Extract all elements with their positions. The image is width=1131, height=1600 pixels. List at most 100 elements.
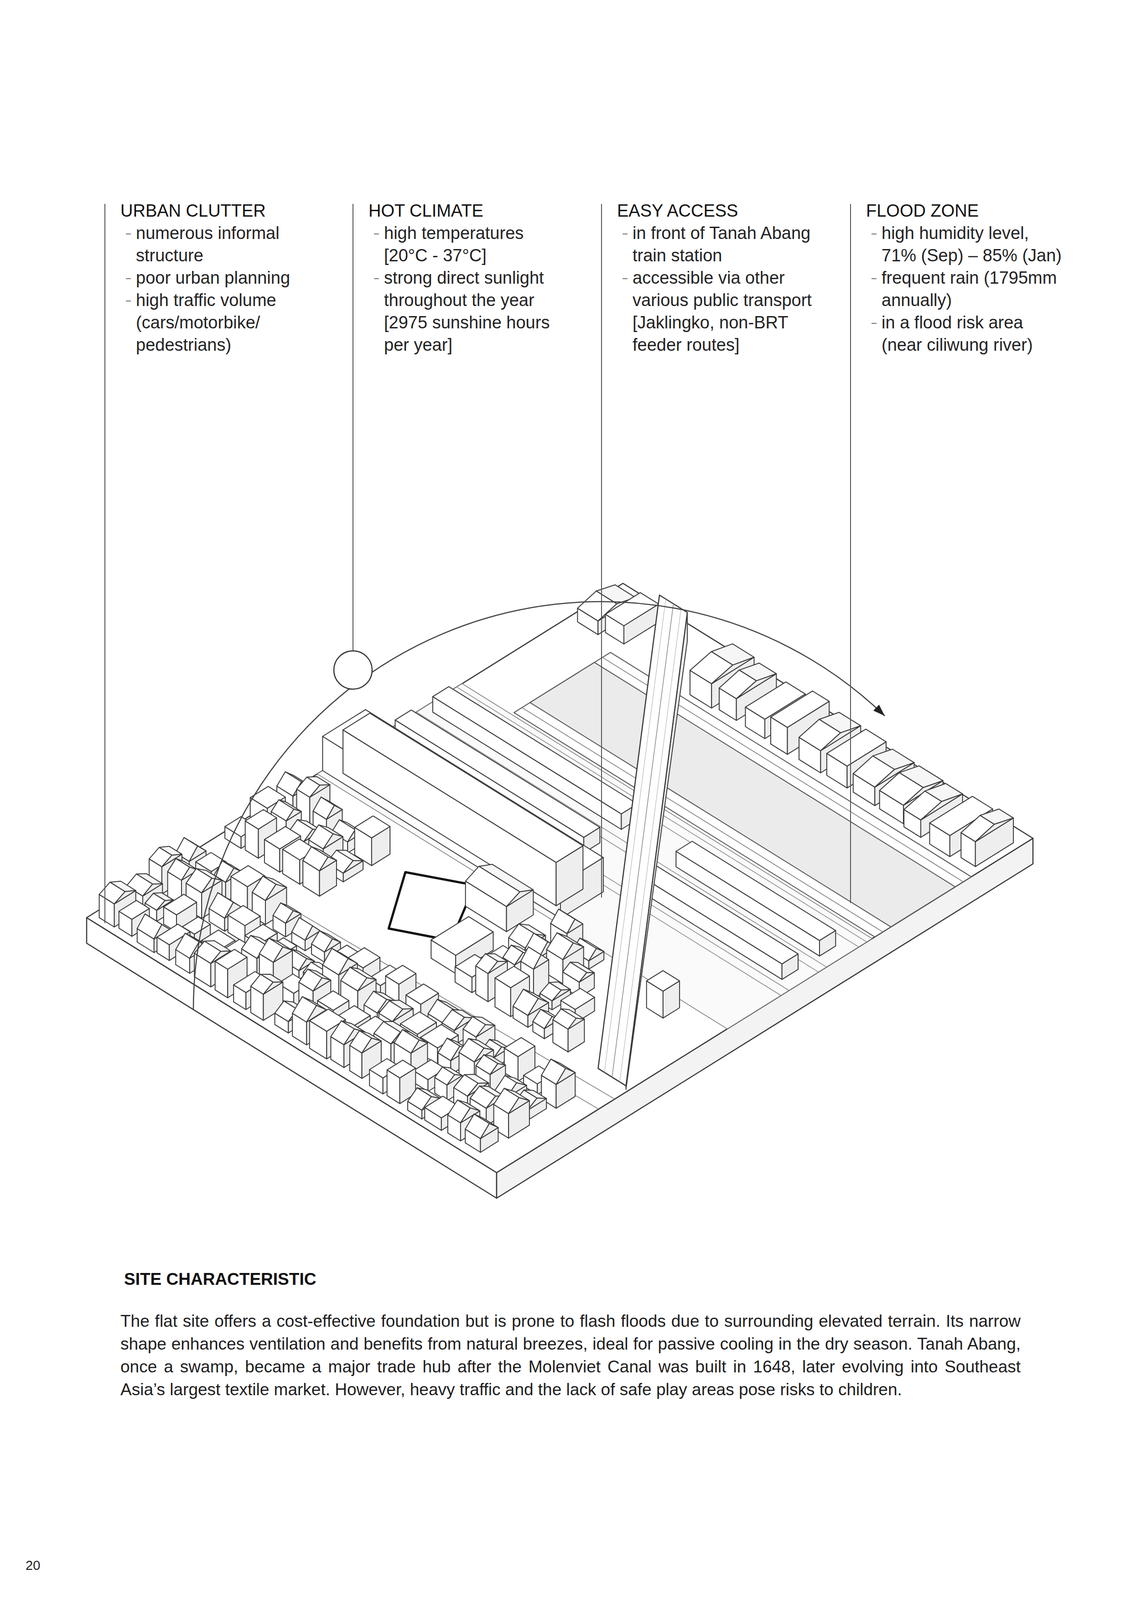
building-roof bbox=[903, 790, 942, 820]
building-roof bbox=[385, 964, 417, 984]
building-roof bbox=[405, 983, 439, 1005]
building-roof bbox=[560, 988, 595, 1010]
column-block: HOT CLIMATEhigh temperatures [20°C - 37°… bbox=[368, 199, 570, 357]
building-gable bbox=[480, 1123, 499, 1139]
column-heading: EASY ACCESS bbox=[617, 199, 818, 223]
building-gable bbox=[362, 1037, 382, 1053]
bullet-dash bbox=[871, 233, 877, 235]
building-gable bbox=[273, 946, 293, 963]
building-roof bbox=[638, 864, 799, 965]
building-roof bbox=[646, 970, 680, 991]
sun-path-arrow bbox=[873, 704, 885, 716]
building-gable bbox=[508, 1097, 530, 1114]
building-roof bbox=[330, 1020, 355, 1045]
building-gable bbox=[319, 856, 337, 871]
building-roof bbox=[798, 719, 841, 751]
building-gable bbox=[343, 860, 364, 874]
building-roof bbox=[690, 651, 733, 684]
building-gable bbox=[410, 1039, 428, 1054]
building-roof bbox=[99, 881, 126, 904]
leader-line bbox=[601, 203, 602, 898]
flyover-centerline bbox=[612, 603, 674, 1078]
sun-path-arc bbox=[193, 601, 885, 1010]
building-roof bbox=[475, 953, 498, 974]
bullet-item: numerous informal structure bbox=[120, 222, 319, 267]
building-gable bbox=[201, 877, 223, 893]
bullet-text: in a flood risk area (near ciliwung rive… bbox=[881, 312, 1033, 355]
building-gable bbox=[263, 981, 284, 995]
bullet-item: in a flood risk area (near ciliwung rive… bbox=[866, 311, 1064, 357]
bullet-text: strong direct sunlight throughout the ye… bbox=[383, 268, 550, 355]
building-roof bbox=[430, 916, 493, 956]
slab-top bbox=[86, 583, 1033, 1173]
bullet-item: accessible via other various public tran… bbox=[617, 266, 815, 357]
building-gable bbox=[357, 977, 377, 991]
building-gable bbox=[323, 833, 343, 849]
section-heading: SITE CHARACTERISTIC bbox=[124, 1269, 317, 1289]
building-roof bbox=[354, 815, 391, 838]
building-gable bbox=[490, 1063, 506, 1075]
building-roof bbox=[605, 592, 659, 626]
body-text: The flat site offers a cost-effective fo… bbox=[120, 1309, 1021, 1401]
bullet-text: in front of Tanah Abang train station bbox=[632, 223, 811, 265]
bullet-dash bbox=[125, 300, 131, 302]
column-heading: HOT CLIMATE bbox=[368, 199, 570, 223]
bullet-dash bbox=[871, 322, 877, 324]
bullet-item: high temperatures [20°C - 37°C] bbox=[368, 222, 567, 267]
building-roof bbox=[250, 974, 274, 995]
building-roof bbox=[539, 982, 562, 1001]
building-gable bbox=[286, 809, 302, 821]
flyover-lane bbox=[619, 608, 682, 1082]
building-gable bbox=[265, 884, 287, 901]
building-roof bbox=[387, 1059, 416, 1078]
bullet-text: poor urban planning bbox=[135, 268, 291, 288]
bullet-item: poor urban planning bbox=[120, 266, 319, 290]
column-heading: FLOOD ZONE bbox=[866, 199, 1067, 223]
building-roof bbox=[149, 847, 172, 867]
bullet-item: strong direct sunlight throughout the ye… bbox=[368, 266, 567, 357]
building-roof bbox=[719, 669, 757, 699]
column-block: URBAN CLUTTERnumerous informal structure… bbox=[120, 199, 322, 357]
bullet-text: frequent rain (1795mm annually) bbox=[881, 268, 1057, 310]
flyover-lane bbox=[604, 598, 666, 1073]
leader-line bbox=[850, 203, 851, 903]
building-gable bbox=[533, 954, 549, 970]
building-roof bbox=[296, 777, 321, 798]
bullet-dash bbox=[373, 278, 379, 280]
bullet-dash bbox=[125, 278, 131, 280]
building-gable bbox=[114, 890, 136, 904]
building-gable bbox=[313, 977, 332, 991]
building-gable bbox=[568, 1018, 585, 1030]
column-block: FLOOD ZONEhigh humidity level, 71% (Sep)… bbox=[866, 199, 1067, 357]
bullet-text: high traffic volume (cars/motorbike/ ped… bbox=[135, 290, 277, 355]
building-gable bbox=[566, 919, 583, 934]
building-roof bbox=[463, 1016, 486, 1038]
building-roof bbox=[494, 966, 530, 988]
building-wall bbox=[638, 874, 783, 980]
page-number: 20 bbox=[25, 1557, 41, 1573]
building-gable bbox=[588, 948, 604, 961]
building-gable bbox=[506, 889, 534, 907]
bullet-item: frequent rain (1795mm annually) bbox=[866, 266, 1064, 312]
bullet-dash bbox=[622, 278, 628, 280]
building-roof bbox=[322, 709, 604, 885]
building-gable bbox=[476, 1024, 495, 1038]
slab-side bbox=[86, 917, 497, 1199]
bullet-dash bbox=[125, 233, 131, 235]
building-roof bbox=[252, 876, 276, 901]
building-gable bbox=[326, 805, 343, 820]
building-roof bbox=[163, 894, 197, 915]
building-roof bbox=[504, 1037, 535, 1057]
column-heading: URBAN CLUTTER bbox=[120, 199, 322, 223]
bullet-item: high traffic volume (cars/motorbike/ ped… bbox=[120, 289, 319, 357]
column-block: EASY ACCESSin front of Tanah Abang train… bbox=[617, 199, 818, 357]
building-roof bbox=[245, 809, 277, 830]
bullet-dash bbox=[622, 233, 628, 235]
bullet-text: numerous informal structure bbox=[135, 223, 280, 265]
building-gable bbox=[556, 1068, 576, 1085]
bullet-text: high humidity level, 71% (Sep) – 85% (Ja… bbox=[881, 223, 1062, 265]
bullet-item: high humidity level, 71% (Sep) – 85% (Ja… bbox=[866, 222, 1064, 267]
building-gable bbox=[579, 972, 595, 982]
building-gable bbox=[975, 817, 1014, 842]
building-roof bbox=[378, 1000, 403, 1022]
